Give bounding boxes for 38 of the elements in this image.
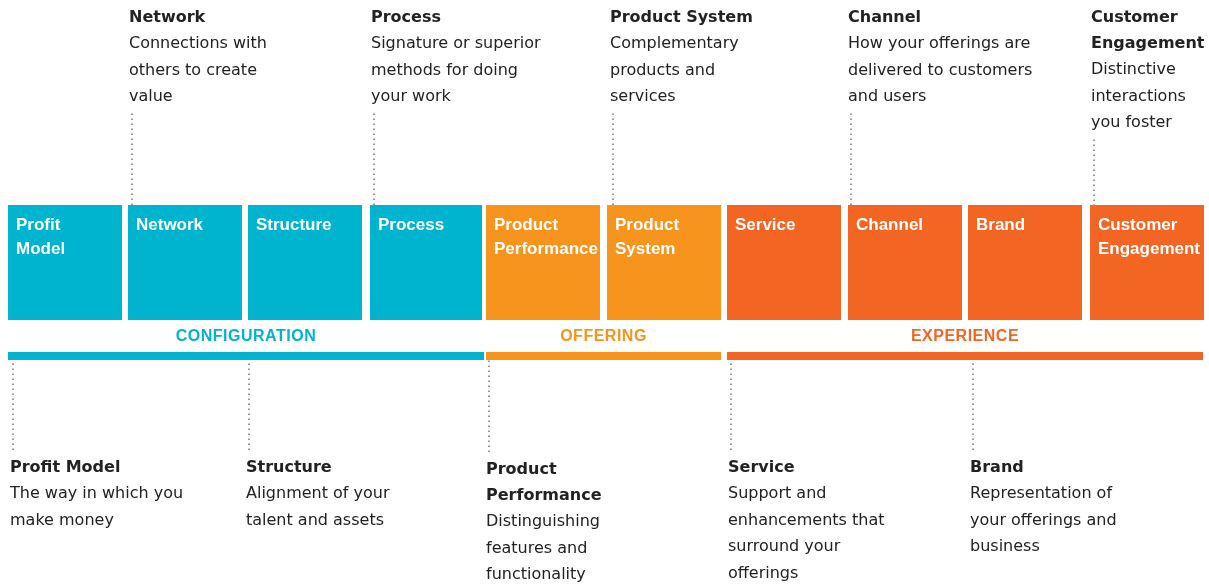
- description-heading: Network: [129, 6, 207, 28]
- category-box: Product System: [607, 205, 721, 320]
- description-text: Representation of your offerings and business: [970, 482, 1118, 557]
- description-text: Alignment of your talent and assets: [246, 482, 391, 531]
- category-label: EXPERIENCE: [909, 326, 1021, 346]
- description-heading: Brand: [970, 456, 1025, 478]
- description-heading: Customer Engagement: [1091, 6, 1206, 54]
- description-heading: Process: [371, 6, 442, 28]
- category-label: CONFIGURATION: [174, 326, 318, 346]
- description-text: Complementary products and services: [610, 32, 740, 107]
- description-text: The way in which you make money: [10, 482, 185, 531]
- category-box: Structure: [248, 205, 362, 320]
- category-label: OFFERING: [559, 326, 648, 346]
- category-box: Network: [128, 205, 242, 320]
- leader-line: [373, 112, 375, 206]
- description-heading: Profit Model: [10, 456, 122, 478]
- description-heading: Structure: [246, 456, 333, 478]
- description-text: Distinctive interactions you foster: [1091, 58, 1187, 133]
- description-heading: Product System: [610, 6, 754, 28]
- leader-line: [488, 359, 490, 453]
- leader-line: [131, 112, 133, 206]
- leader-line: [612, 112, 614, 206]
- category-box: Profit Model: [8, 205, 122, 320]
- description-heading: Product Performance: [486, 458, 603, 506]
- description-text: Signature or superior methods for doing your work: [371, 32, 541, 107]
- category-box: Service: [727, 205, 841, 320]
- category-box: Product Performance: [486, 205, 600, 320]
- category-box: Brand: [968, 205, 1082, 320]
- category-box: Customer Engagement: [1090, 205, 1204, 320]
- category-box: Process: [370, 205, 482, 320]
- description-text: How your offerings are delivered to customers and users: [848, 32, 1034, 107]
- description-text: Distinguishing features and functionality: [486, 510, 601, 585]
- description-text: Support and enhancements that surround your offerings: [728, 482, 886, 584]
- description-heading: Service: [728, 456, 796, 478]
- category-box: Channel: [848, 205, 962, 320]
- description-text: Connections with others to create value: [129, 32, 268, 107]
- description-heading: Channel: [848, 6, 923, 28]
- leader-line: [850, 112, 852, 206]
